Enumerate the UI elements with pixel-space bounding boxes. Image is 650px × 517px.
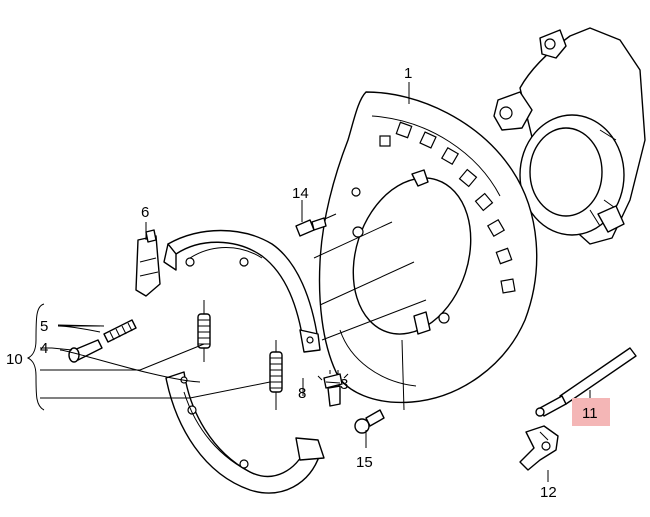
upper-brake-shoe <box>163 229 321 353</box>
callout-6: 6 <box>141 204 149 221</box>
adjuster-wheel <box>317 370 349 407</box>
group-bracket-10 <box>26 303 45 411</box>
bolt-14 <box>295 217 327 237</box>
callout-leaders <box>40 82 591 482</box>
callout-11: 11 <box>582 405 598 422</box>
callout-1: 1 <box>404 65 412 82</box>
callout-14: 14 <box>292 185 309 202</box>
back-plate-vent-slots <box>379 121 516 294</box>
cable-bracket <box>519 425 559 471</box>
wheel-bearing-housing <box>493 27 646 245</box>
bolt-15 <box>354 409 385 434</box>
callout-8: 8 <box>298 385 306 402</box>
hold-down-pin <box>68 339 103 363</box>
callout-4: 4 <box>40 340 48 357</box>
callout-10: 10 <box>6 351 23 368</box>
lower-return-spring <box>269 340 283 410</box>
callout-5: 5 <box>40 318 48 335</box>
callout-12: 12 <box>540 484 557 501</box>
callout-3: 3 <box>340 376 348 393</box>
adjuster-spring <box>103 319 137 343</box>
back-plate <box>318 91 538 404</box>
callout-11-highlight <box>572 398 610 426</box>
callout-15: 15 <box>356 454 373 471</box>
upper-return-spring <box>197 300 211 362</box>
parking-brake-cable <box>535 347 637 417</box>
retainer-clip <box>135 229 161 297</box>
